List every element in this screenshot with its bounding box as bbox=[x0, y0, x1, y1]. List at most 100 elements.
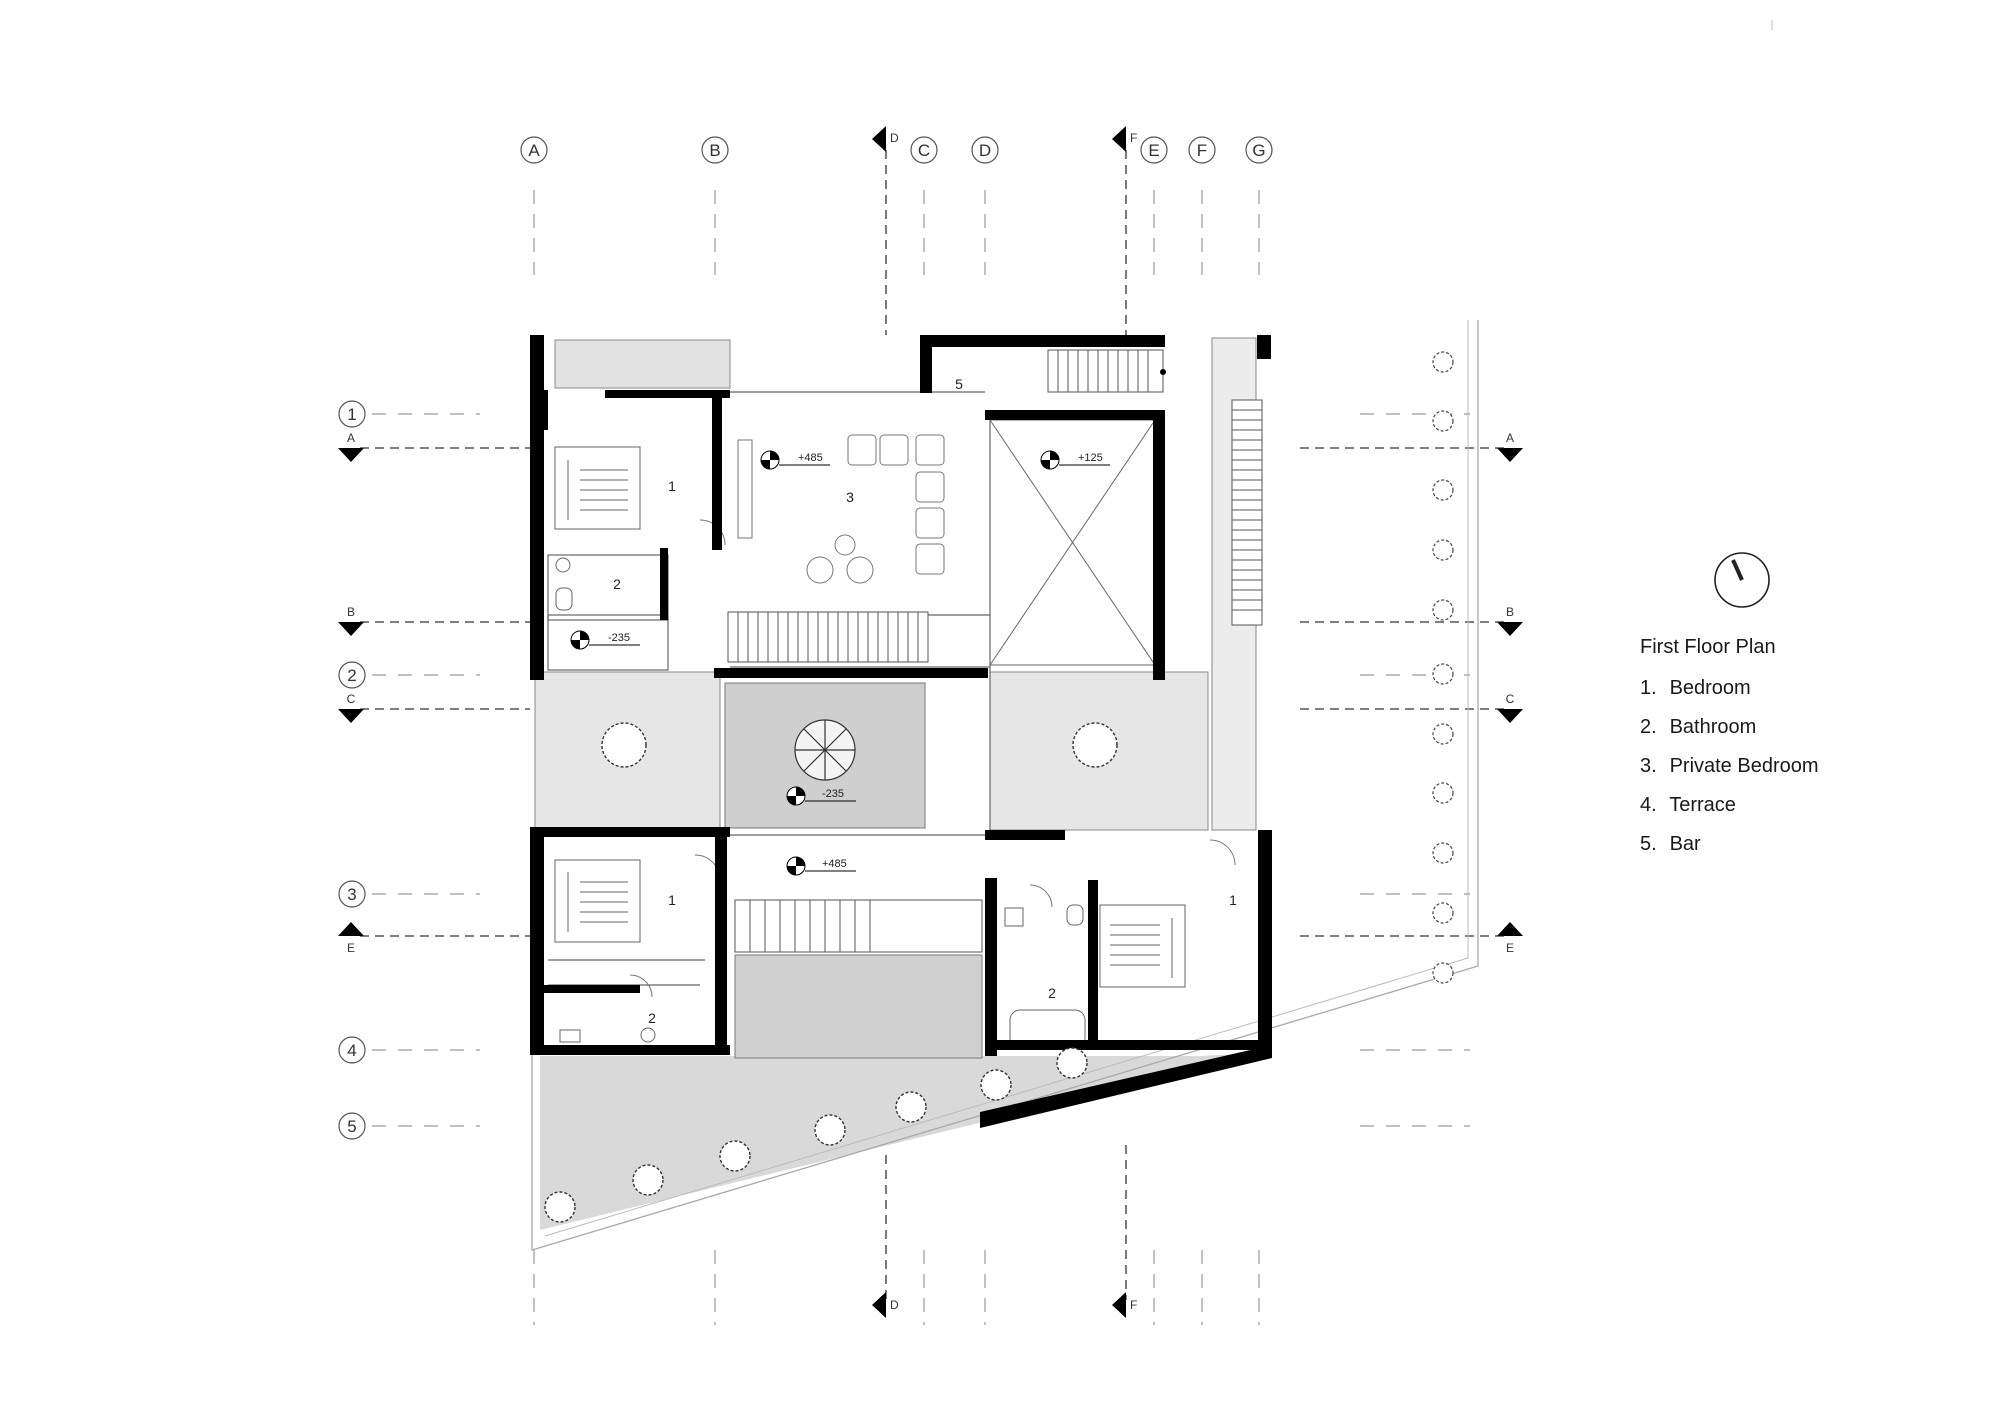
stair-north bbox=[727, 611, 929, 663]
room-tag-bath-sw: 2 bbox=[648, 1010, 656, 1026]
tree-terrace-5 bbox=[895, 1091, 927, 1123]
section-label-f-top: F bbox=[1130, 131, 1137, 145]
wall-void-east bbox=[1153, 410, 1165, 680]
balcony-north bbox=[554, 339, 731, 389]
stair-side bbox=[1231, 399, 1263, 626]
room-tag-bedroom-se: 1 bbox=[1229, 892, 1237, 908]
grid-row-1 bbox=[338, 400, 1470, 428]
level-label-living: +485 bbox=[798, 452, 823, 464]
toilet-nw bbox=[555, 587, 573, 611]
section-arrow-d-top bbox=[872, 126, 886, 152]
bed-sw bbox=[554, 859, 641, 943]
grid-row-label-4: 4 bbox=[347, 1041, 356, 1060]
section-label-f-bottom: F bbox=[1130, 1298, 1137, 1312]
grid-row-label-5: 5 bbox=[347, 1117, 356, 1136]
grid-column-d bbox=[971, 136, 999, 1325]
wall-nw-bath-east bbox=[660, 548, 668, 620]
grid-column-label-a: A bbox=[528, 141, 540, 160]
plan-title: First Floor Plan bbox=[1640, 636, 1776, 658]
washbasin-nw bbox=[555, 557, 571, 573]
legend-number: 5. bbox=[1640, 833, 1657, 855]
legend-item-private-bedroom: 3. Private Bedroom bbox=[1640, 755, 1819, 794]
wall-se-north bbox=[985, 830, 1065, 840]
legend-number: 4. bbox=[1640, 794, 1657, 816]
legend-number: 1. bbox=[1640, 677, 1657, 699]
wall-south-east bbox=[985, 1040, 1272, 1050]
site-boundary-inner bbox=[544, 320, 1469, 1237]
washbasin-se bbox=[1004, 907, 1024, 927]
legend-item-bar: 5. Bar bbox=[1640, 833, 1819, 872]
toilet-se bbox=[1066, 904, 1084, 926]
grid-column-label-e: E bbox=[1148, 141, 1159, 160]
grid-row-label-2: 2 bbox=[347, 666, 356, 685]
section-arrow-c-left bbox=[338, 709, 364, 723]
wall-west-north bbox=[530, 335, 544, 680]
wall-sw-bedroom-north bbox=[530, 827, 730, 837]
tree-terrace-1 bbox=[544, 1191, 576, 1223]
door-swings bbox=[629, 519, 1236, 998]
section-arrow-f-top bbox=[1112, 126, 1126, 152]
tree-terrace-4 bbox=[814, 1114, 846, 1146]
section-label-d-bottom: D bbox=[890, 1298, 899, 1312]
section-label-b-right: B bbox=[1506, 605, 1514, 619]
wall-se-bath-west bbox=[985, 878, 997, 1056]
wall-nw-bedroom-east bbox=[712, 390, 722, 550]
grid-column-label-g: G bbox=[1252, 141, 1265, 160]
tree-courtyard bbox=[794, 719, 856, 781]
section-arrows-horizontal bbox=[338, 448, 1523, 936]
section-label-a-left: A bbox=[347, 431, 355, 445]
section-lines-vertical bbox=[885, 150, 1127, 1300]
stair-void-south bbox=[734, 954, 983, 1059]
section-label-e-left: E bbox=[347, 941, 355, 955]
grid-column-label-f: F bbox=[1197, 141, 1207, 160]
bed-nw bbox=[554, 446, 641, 530]
section-arrow-e-left bbox=[338, 922, 364, 936]
stair-south bbox=[734, 899, 983, 953]
wall-se-east bbox=[1258, 830, 1272, 1058]
wall-west-south bbox=[530, 827, 544, 1055]
grid-column-b bbox=[701, 136, 729, 1325]
wall-nw-bedroom-north bbox=[605, 390, 730, 398]
trees bbox=[544, 722, 1118, 1223]
section-label-c-left: C bbox=[347, 692, 356, 706]
level-marker-corridor bbox=[786, 856, 856, 876]
section-arrow-a-left bbox=[338, 448, 364, 462]
walls bbox=[530, 335, 1272, 1128]
level-label-hall: -235 bbox=[608, 632, 630, 644]
tree-patio-east bbox=[1072, 722, 1118, 768]
tree-terrace-6 bbox=[980, 1069, 1012, 1101]
section-label-d-top: D bbox=[890, 131, 899, 145]
level-marker-hall bbox=[570, 630, 640, 650]
room-tag-bath-se: 2 bbox=[1048, 985, 1056, 1001]
bed-se bbox=[1099, 904, 1186, 988]
wall-courtyard-north bbox=[714, 668, 988, 678]
stair-bar-post bbox=[1160, 369, 1166, 375]
north-arrow bbox=[1714, 552, 1770, 608]
wall-nw-bedroom-stub bbox=[540, 390, 548, 430]
level-marker-void bbox=[1040, 450, 1110, 470]
legend-label: Bedroom bbox=[1669, 677, 1751, 699]
door-se-bedroom bbox=[1209, 839, 1236, 866]
section-arrow-f-bottom bbox=[1112, 1292, 1126, 1318]
section-arrows-vertical bbox=[872, 126, 1126, 1318]
grid-column-g bbox=[1245, 136, 1273, 1325]
section-arrow-d-bottom bbox=[872, 1292, 886, 1318]
wall-bar-west bbox=[920, 335, 932, 393]
door-se-bath bbox=[1029, 884, 1053, 908]
section-label-b-left: B bbox=[347, 605, 355, 619]
section-arrow-c-right bbox=[1497, 709, 1523, 723]
legend-label: Terrace bbox=[1669, 794, 1736, 816]
grid-column-label-c: C bbox=[918, 141, 930, 160]
stair-bar bbox=[1047, 349, 1164, 393]
tree-terrace-2 bbox=[632, 1164, 664, 1196]
grid-rows bbox=[338, 400, 1470, 1140]
grid-row-3 bbox=[338, 880, 1470, 908]
tree-terrace-3 bbox=[719, 1140, 751, 1172]
grid-row-label-1: 1 bbox=[347, 405, 356, 424]
legend-label: Bar bbox=[1669, 833, 1701, 855]
grid-row-5 bbox=[338, 1112, 1470, 1140]
level-label-corridor: +485 bbox=[822, 858, 847, 870]
legend-number: 3. bbox=[1640, 755, 1657, 777]
void-double-height bbox=[989, 419, 1156, 666]
room-tag-bath-nw: 2 bbox=[613, 576, 621, 592]
